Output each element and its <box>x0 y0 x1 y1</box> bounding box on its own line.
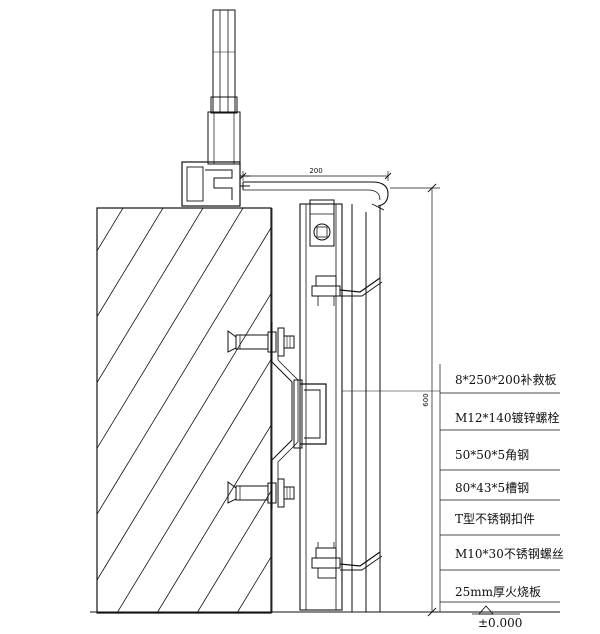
glass-clamp <box>207 96 241 165</box>
backing-frame <box>299 199 343 611</box>
label-remedial-plate: 8*250*200补救板 <box>455 372 556 387</box>
t-clip-lower <box>311 542 383 579</box>
labels-column: 8*250*200补救板 M12*140镀锌螺栓 50*50*5角钢 80*43… <box>439 364 564 612</box>
label-fire-board: 25mm厚火烧板 <box>455 585 541 599</box>
angle-steel <box>271 322 299 510</box>
cover-plate <box>242 181 389 207</box>
stone-panel <box>351 203 385 612</box>
top-dimension: 200 <box>239 167 392 181</box>
height-dimension-value: 600 <box>422 393 430 406</box>
label-channel-steel: 80*43*5槽钢 <box>455 481 529 495</box>
label-galvanized-bolt: M12*140镀锌螺栓 <box>455 410 559 425</box>
anchor-bolt-lower <box>227 478 295 508</box>
concrete-wall <box>96 207 273 614</box>
label-stainless-screw: M10*30不锈钢螺丝 <box>455 547 564 561</box>
anchor-bolt-upper <box>227 327 295 357</box>
label-angle-steel: 50*50*5角钢 <box>455 448 529 462</box>
label-t-clip: T型不锈钢扣件 <box>455 512 535 526</box>
level-mark: ±0.000 <box>472 605 522 630</box>
top-dimension-value: 200 <box>309 167 322 175</box>
t-clip-upper <box>311 275 383 306</box>
level-mark-text: ±0.000 <box>478 616 522 630</box>
height-dimension: 600 <box>390 183 440 617</box>
base-profile <box>181 161 250 207</box>
channel-steel <box>293 379 327 449</box>
glass-panel <box>212 9 236 114</box>
